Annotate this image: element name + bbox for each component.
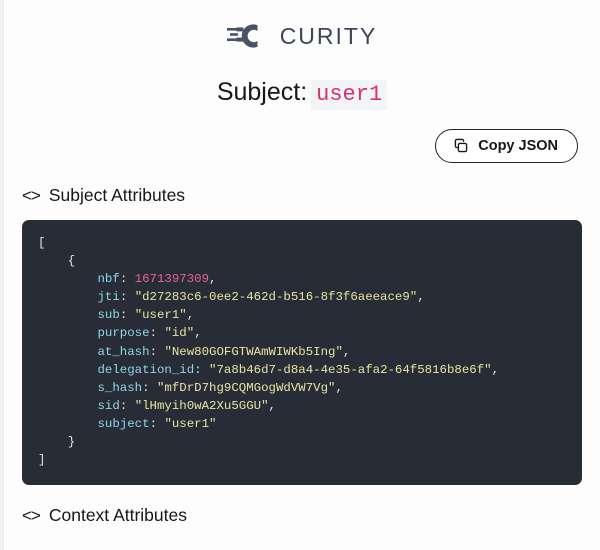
page-edge-gutter [0, 0, 4, 550]
toolbar: Copy JSON [4, 129, 600, 163]
subject-attributes-json-block: [ { nbf: 1671397309, jti: "d27283c6-0ee2… [22, 220, 582, 486]
section-context-attributes[interactable]: <> Context Attributes [22, 505, 600, 526]
copy-json-button[interactable]: Copy JSON [435, 129, 578, 163]
copy-icon [453, 138, 469, 154]
page-container: CURITY Subject:user1 Copy JSON <> Subjec… [4, 0, 600, 550]
code-brackets-icon: <> [22, 505, 41, 525]
page-title: Subject:user1 [4, 78, 600, 110]
json-code: [ { nbf: 1671397309, jti: "d27283c6-0ee2… [38, 236, 500, 468]
section-subject-attributes-label: Subject Attributes [48, 185, 186, 205]
copy-json-label: Copy JSON [478, 137, 558, 154]
section-subject-attributes[interactable]: <> Subject Attributes [22, 185, 600, 206]
curity-c-logo-icon [226, 22, 271, 50]
brand-name: CURITY [279, 22, 378, 49]
subject-value: user1 [311, 80, 388, 110]
section-context-attributes-label: Context Attributes [48, 505, 187, 526]
subject-label: Subject: [216, 78, 308, 106]
brand-header: CURITY [4, 0, 600, 53]
code-brackets-icon: <> [22, 185, 41, 205]
